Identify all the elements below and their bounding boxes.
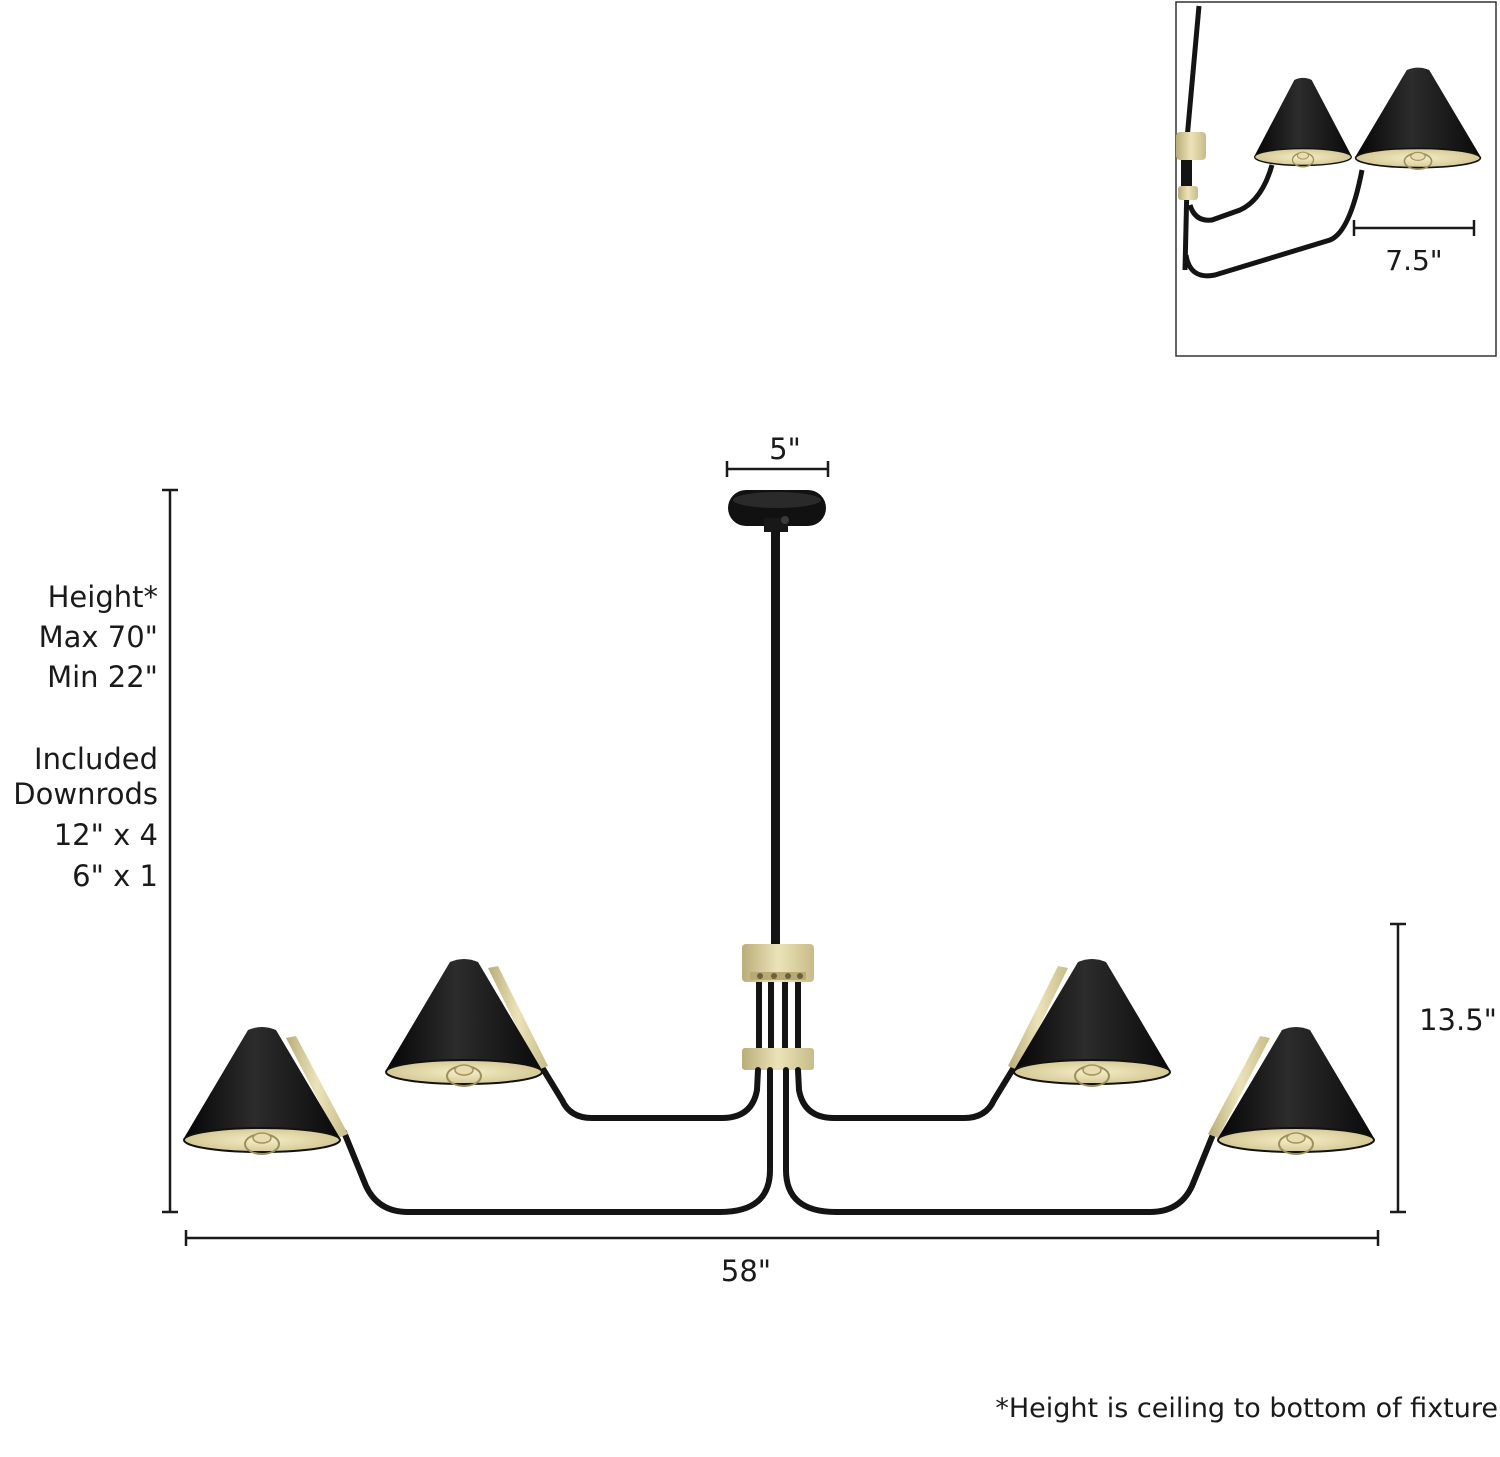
height-footnote: *Height is ceiling to bottom of fixture [995,1393,1498,1424]
downrods-heading-line2: Downrods [13,777,158,811]
upper-brass-hub [742,944,814,982]
downrod-short: 6" x 1 [72,859,158,893]
dimension-lines [162,461,1406,1246]
brass-mounting-plates [286,966,1270,1138]
inset-detail: 7.5" [1175,1,1497,357]
ceiling-canopy [728,490,826,532]
downrod-long: 12" x 4 [54,818,158,852]
inset-shade-width-label: 7.5" [1385,244,1442,277]
lower-brass-collar [742,1048,814,1070]
inset-frame [1175,1,1497,357]
canopy-width-label: 5" [769,432,801,466]
inset-brass-hub [1176,132,1206,160]
overall-width-label: 58" [721,1254,771,1288]
chandelier-fixture [183,490,1375,1215]
fixture-arms [341,1061,1217,1215]
downrod [771,530,780,946]
height-notes: Height* Max 70" Min 22" Included Downrod… [13,580,158,893]
height-heading: Height* [48,580,158,614]
height-min: Min 22" [47,660,158,694]
height-max: Max 70" [39,620,158,654]
downrods-heading-line1: Included [34,742,158,776]
fixture-height-label: 13.5" [1419,1003,1497,1037]
